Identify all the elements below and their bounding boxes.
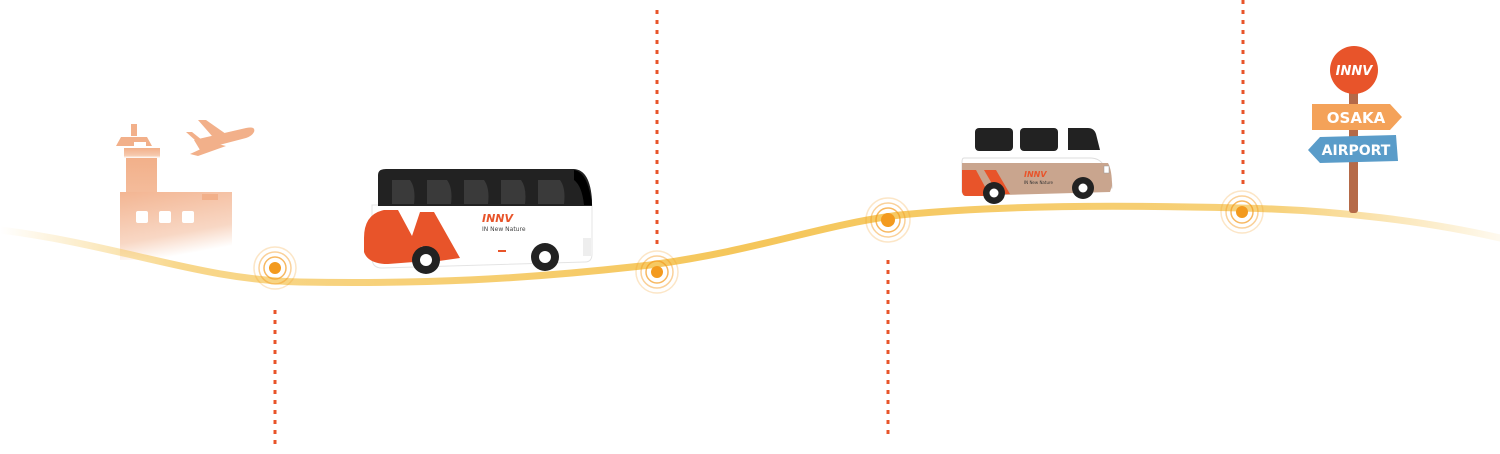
sign-osaka-label: OSAKA xyxy=(1327,109,1386,127)
bus-wheel xyxy=(531,243,559,271)
van-brand-logo: INNV xyxy=(1024,170,1047,179)
van-company-name: IN New Nature xyxy=(1024,180,1054,185)
waypoint-dot xyxy=(1220,190,1264,234)
sign-osaka: OSAKA xyxy=(1312,104,1402,130)
dotted-guide-lines xyxy=(273,0,1245,450)
bus-wheel xyxy=(412,246,440,274)
sign-airport-label: AIRPORT xyxy=(1322,143,1391,159)
van-wheel xyxy=(1072,177,1094,199)
sign-airport: AIRPORT xyxy=(1308,135,1398,163)
route-road xyxy=(0,202,1500,286)
direction-signpost-icon: INNV OSAKA AIRPORT xyxy=(1308,46,1402,213)
signpost-logo-text: INNV xyxy=(1336,64,1374,79)
van-illustration: INNV IN New Nature xyxy=(961,128,1113,204)
signpost-logo-badge: INNV xyxy=(1330,46,1378,94)
waypoint-dot xyxy=(253,246,297,290)
bus-company-name: IN New Nature xyxy=(482,226,526,233)
waypoint-dot xyxy=(865,197,911,243)
bus-brand-logo: INNV xyxy=(482,212,515,225)
van-wheel xyxy=(983,182,1005,204)
airport-terminal-icon xyxy=(116,124,232,260)
coach-bus-illustration: INNV IN New Nature xyxy=(364,169,593,274)
airplane-icon xyxy=(186,120,255,156)
waypoint-dot xyxy=(635,250,679,294)
